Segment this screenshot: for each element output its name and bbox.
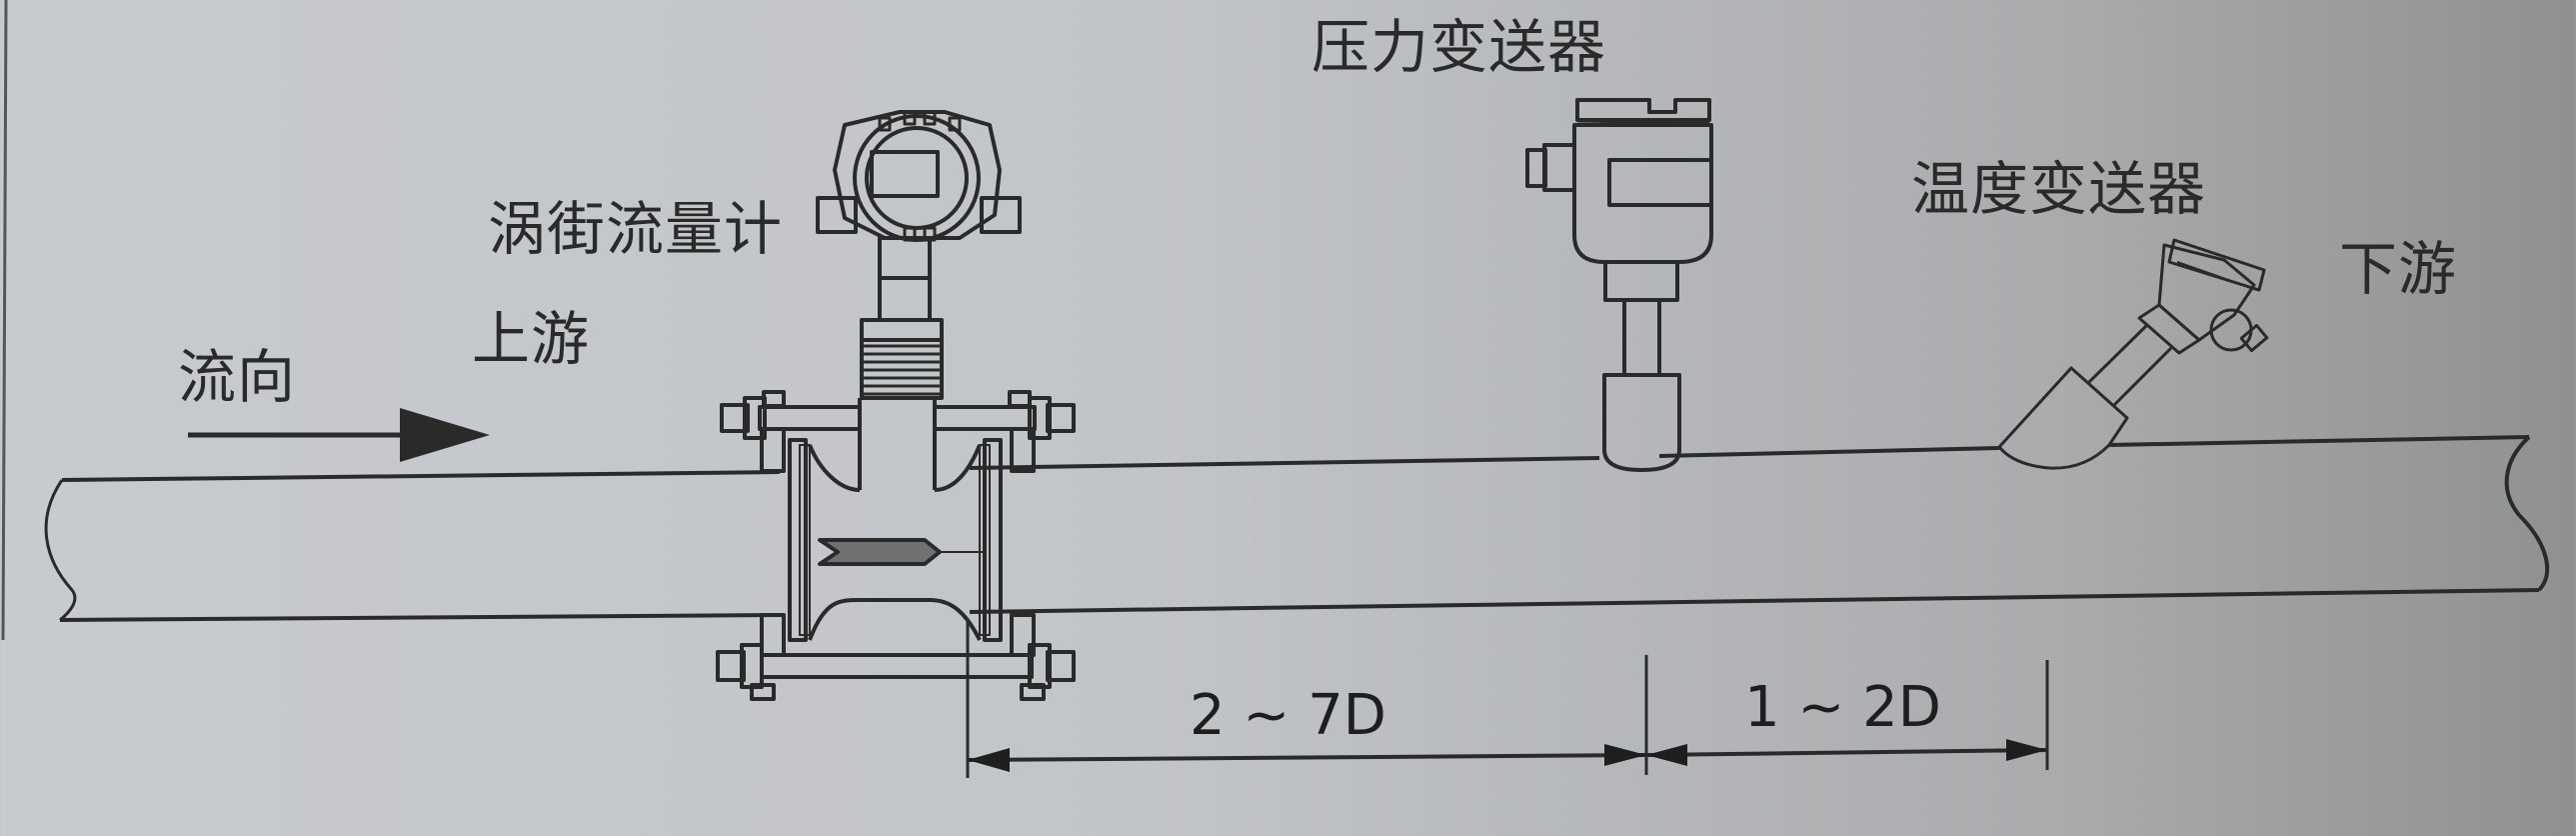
vortex-flowmeter-drawing: [716, 110, 1076, 778]
temperature-transmitter-drawing: [1997, 238, 2269, 470]
flow-direction-label: 流向: [178, 343, 297, 411]
pressure-transmitter-label: 压力变送器: [1311, 13, 1607, 81]
pressure-transmitter-drawing: [1525, 98, 1713, 472]
pipe: [44, 435, 2550, 622]
vortex-flowmeter-label: 涡街流量计: [488, 195, 784, 263]
flow-arrow-icon: [188, 408, 490, 462]
dimension-lines: [967, 655, 2049, 775]
dimension-label-pressure-to-temperature: 1 ~ 2D: [1744, 675, 1941, 740]
downstream-label: 下游: [2339, 235, 2458, 303]
dimension-label-flowmeter-to-pressure: 2 ~ 7D: [1190, 683, 1386, 748]
upstream-label: 上游: [472, 305, 591, 373]
page-margin-line: [1, 0, 8, 641]
temperature-transmitter-label: 温度变送器: [1911, 155, 2207, 223]
